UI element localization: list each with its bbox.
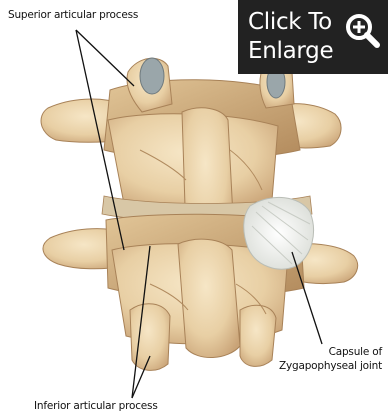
label-inferior-articular-process: Inferior articular process: [34, 400, 158, 413]
label-superior-articular-process: Superior articular process: [8, 9, 138, 22]
magnifier-plus-icon: [342, 10, 382, 50]
enlarge-line2: Enlarge: [248, 38, 333, 64]
leader-superior-1: [76, 30, 134, 86]
lower-spinous-process: [178, 239, 240, 357]
click-to-enlarge-button[interactable]: Click To Enlarge: [238, 0, 388, 74]
label-capsule-line1: Capsule of: [329, 346, 382, 359]
label-capsule-line2: Zygapophyseal joint: [279, 360, 382, 373]
right-inferior-articular-process: [240, 305, 276, 366]
upper-left-facet-cartilage: [140, 58, 164, 94]
enlarge-line1: Click To: [248, 9, 332, 35]
